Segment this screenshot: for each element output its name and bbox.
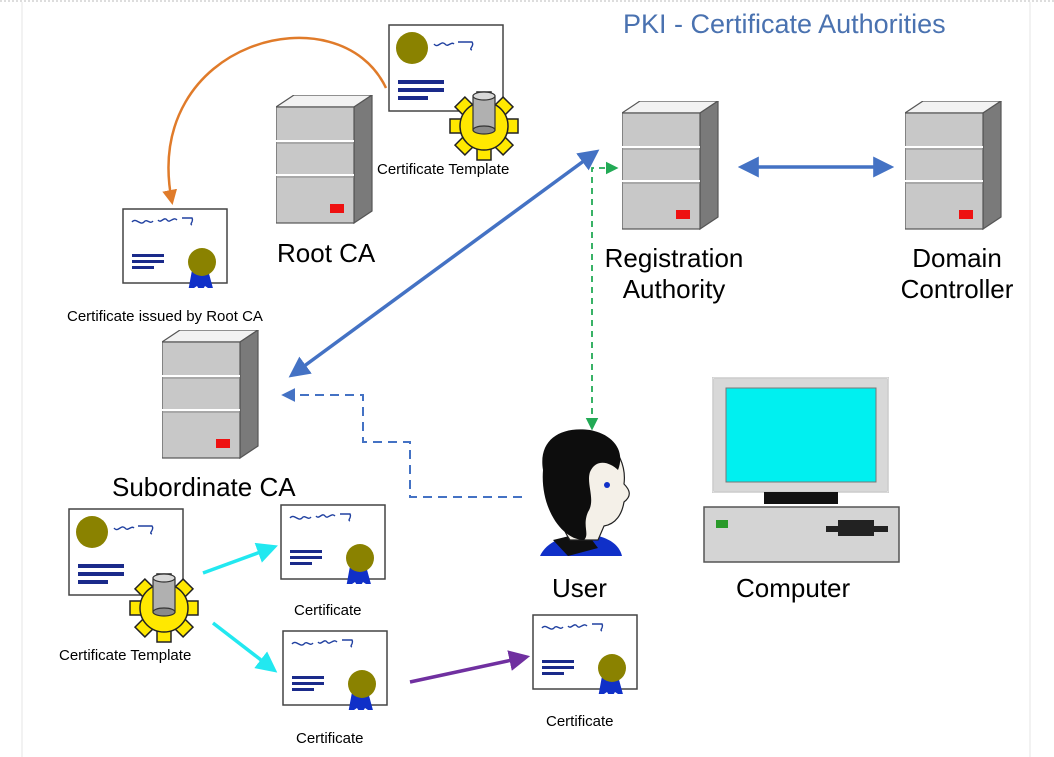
root-ca-server-icon[interactable] xyxy=(276,95,373,224)
certificate-b-icon xyxy=(282,630,388,710)
user-label: User xyxy=(552,573,607,603)
issue-arrow-top xyxy=(202,542,278,575)
domain-controller-label: Domain Controller xyxy=(884,243,1030,305)
user-avatar-icon[interactable] xyxy=(540,429,630,556)
domain-controller-server-icon[interactable] xyxy=(905,101,1002,230)
issued-by-root-caption: Certificate issued by Root CA xyxy=(67,308,263,325)
certificate-a-icon xyxy=(280,504,386,584)
computer-label: Computer xyxy=(736,573,851,603)
registration-authority-server-icon[interactable] xyxy=(622,101,719,230)
subordinate-ca-label: Subordinate CA xyxy=(112,472,296,502)
registration-authority-label: Registration Authority xyxy=(592,243,756,305)
connections xyxy=(162,36,895,684)
issue-arrow-bottom xyxy=(211,621,278,673)
computer-icon[interactable] xyxy=(703,377,900,563)
domain-controller-label-line2: Controller xyxy=(900,274,1014,305)
subordinate-ca-server-icon[interactable] xyxy=(162,330,259,459)
user-certificate-caption: Certificate xyxy=(546,713,614,730)
root-template-caption: Certificate Template xyxy=(377,161,510,178)
delivery-arrow xyxy=(409,650,531,684)
certificate-b-caption: Certificate xyxy=(296,730,364,747)
registration-authority-label-line2: Authority xyxy=(622,274,726,305)
domain-controller-label-line1: Domain xyxy=(912,243,1002,273)
orange-template-arrow xyxy=(162,36,388,205)
ra-user-dashed-arrow xyxy=(585,161,619,431)
root-issued-certificate-icon xyxy=(122,208,228,288)
root-ca-label: Root CA xyxy=(277,238,376,268)
user-certificate-icon xyxy=(532,614,638,694)
registration-authority-label-line1: Registration xyxy=(604,243,744,273)
user-subca-dashed-arrow xyxy=(281,388,522,498)
sub-template-caption: Certificate Template xyxy=(59,647,192,664)
diagram-title: PKI - Certificate Authorities xyxy=(623,9,946,39)
ra-subca-arrow xyxy=(288,149,600,378)
certificate-a-caption: Certificate xyxy=(294,602,362,619)
